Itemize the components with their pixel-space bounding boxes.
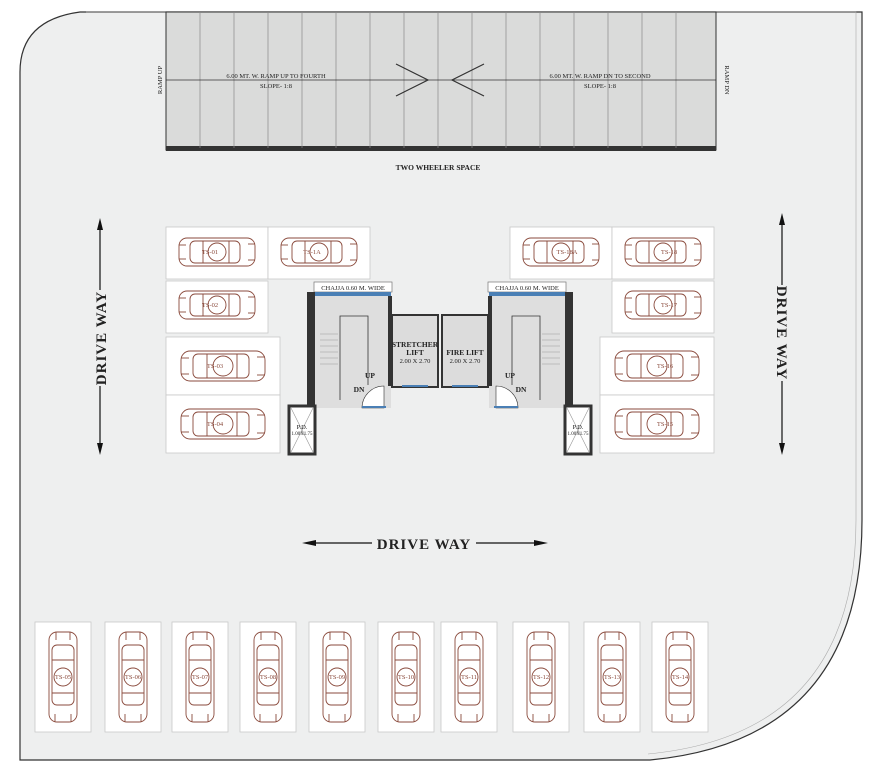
stair-left-dn: DN xyxy=(354,385,365,394)
pd-left-label: P.D. xyxy=(297,424,308,431)
stall-ts-15: TS-15 xyxy=(657,421,673,428)
stall-ts-11: TS-11 xyxy=(461,674,477,681)
stall-ts-14: TS-14 xyxy=(672,674,689,681)
chajja-left-label: CHAJJA 0.60 M. WIDE xyxy=(321,285,385,292)
ramp-up-text: 6.00 MT. W. RAMP UP TO FOURTH xyxy=(226,73,326,80)
fire-lift-label: FIRE LIFT xyxy=(446,348,483,357)
driveway-center-label: DRIVE WAY xyxy=(377,537,471,553)
central-core xyxy=(287,281,593,456)
stretcher-lift-label: STRETCHER xyxy=(392,340,439,349)
fire-lift-size: 2.00 X 2.70 xyxy=(450,358,481,365)
stall-ts-12: TS-12 xyxy=(533,674,549,681)
ramp-up-slope: SLOPE- 1:8 xyxy=(260,83,292,90)
stair-right-up: UP xyxy=(505,371,515,380)
stall-ts-06: TS-06 xyxy=(125,674,142,681)
driveway-center xyxy=(302,533,548,553)
chajja-right-label: CHAJJA 0.60 M. WIDE xyxy=(495,285,559,292)
stall-ts-07: TS-07 xyxy=(192,674,209,681)
ramp-down-text: 6.00 MT. W. RAMP DN TO SECOND xyxy=(549,73,650,80)
stretcher-lift-label-2: LIFT xyxy=(406,348,424,357)
stall-ts-04: TS-04 xyxy=(207,421,224,428)
stall-ts-01: TS-01 xyxy=(202,249,218,256)
stair-left-up: UP xyxy=(365,371,375,380)
ramp-down-label: RAMP DN xyxy=(723,65,730,95)
stall-ts-18a: TS-18A xyxy=(557,249,578,256)
parking-block-left xyxy=(165,226,371,454)
ramp-down-slope: SLOPE- 1:8 xyxy=(584,83,616,90)
parking-block-right xyxy=(509,226,715,454)
stall-ts-09: TS-09 xyxy=(329,674,345,681)
ramp xyxy=(165,11,717,151)
stall-ts-10: TS-10 xyxy=(398,674,414,681)
pd-right-label: P.D. xyxy=(573,424,584,431)
stall-ts-18: TS-18 xyxy=(661,249,677,256)
pd-right-size: 1.00X1.75 xyxy=(567,432,589,437)
stall-ts-02: TS-02 xyxy=(202,302,218,309)
stall-ts-08: TS-08 xyxy=(260,674,276,681)
stall-ts-17: TS-17 xyxy=(661,302,678,309)
pd-left-size: 1.00X1.75 xyxy=(291,432,313,437)
stair-right-dn: DN xyxy=(516,385,527,394)
driveway-right-label: DRIVE WAY xyxy=(773,286,789,380)
ramp-up-label: RAMP UP xyxy=(157,66,164,95)
parking-row-bottom xyxy=(34,621,709,733)
stall-ts-1a: TS-1A xyxy=(303,249,321,256)
stall-ts-03: TS-03 xyxy=(207,363,223,370)
stall-ts-05: TS-05 xyxy=(55,674,71,681)
driveway-left-label: DRIVE WAY xyxy=(94,291,110,385)
stall-ts-13: TS-13 xyxy=(604,674,620,681)
driveway-left xyxy=(92,218,108,455)
stall-ts-16: TS-16 xyxy=(657,363,674,370)
stretcher-lift-size: 2.00 X 2.70 xyxy=(400,358,431,365)
driveway-right xyxy=(774,213,790,455)
two-wheeler-label: TWO WHEELER SPACE xyxy=(396,163,481,172)
